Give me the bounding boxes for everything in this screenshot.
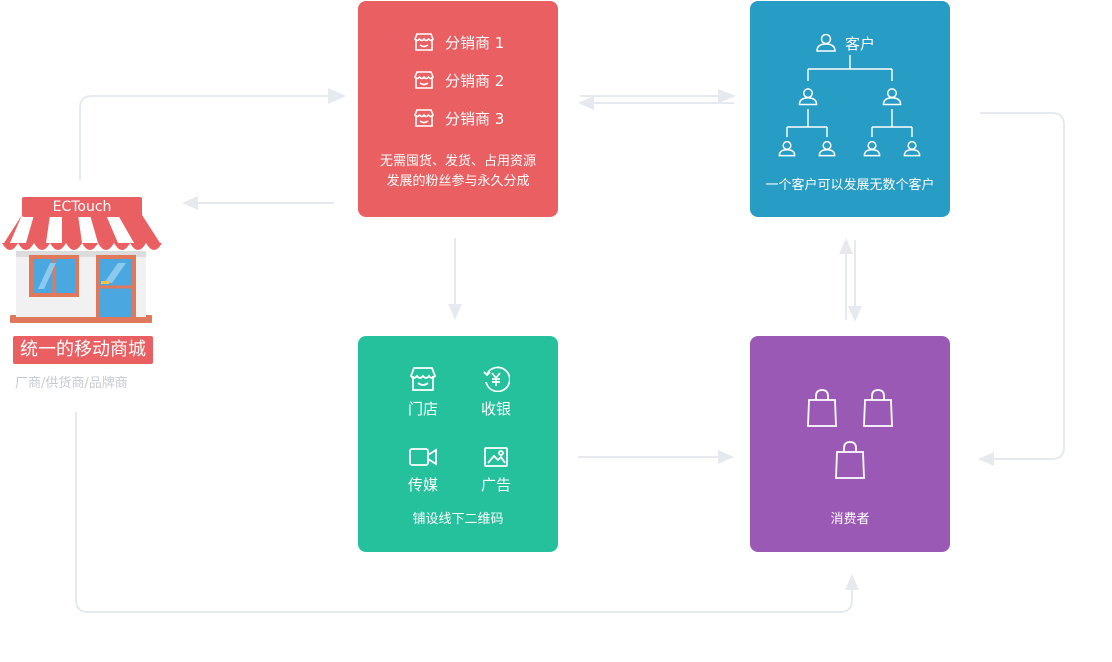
arrowhead (448, 304, 462, 320)
storefront-icon (409, 367, 437, 391)
shop-sign: ECTouch (52, 199, 112, 215)
arrowhead (978, 452, 994, 466)
arrowhead (718, 450, 734, 464)
offline-item-ads: 广告 (466, 446, 526, 495)
customers-caption: 一个客户可以发展无数个客户 (765, 178, 935, 193)
offline-channels-card: 门店 收银 传媒 广告 铺设线下二维码 (358, 336, 558, 552)
distributor-label: 分销商 2 (445, 71, 505, 90)
user-icon (816, 33, 836, 52)
offline-item-media: 传媒 (393, 446, 453, 495)
distributor-item: 分销商 1 (413, 30, 504, 54)
distributor-item: 分销商 3 (413, 106, 504, 130)
user-icon (863, 140, 881, 157)
arrowhead (839, 238, 853, 254)
consumers-caption: 消费者 (830, 512, 870, 527)
distributors-caption-line1: 无需囤货、发货、占用资源 (379, 154, 536, 169)
picture-icon (484, 447, 508, 467)
user-icon (882, 88, 902, 106)
shop-subtitle: 厂商/供货商/品牌商 (15, 376, 128, 391)
offline-item-cashier: 收银 (466, 366, 526, 419)
shop-illustration: ECTouch (0, 195, 164, 327)
storefront-icon (414, 33, 434, 51)
connector-customers-loop-right (980, 112, 1065, 460)
offline-item-label: 收银 (480, 400, 511, 418)
arrowhead (845, 574, 859, 590)
video-camera-icon (409, 448, 437, 466)
distributors-caption-line2: 发展的粉丝参与永久分成 (386, 174, 530, 189)
arrowhead (848, 306, 862, 322)
user-icon (818, 140, 836, 157)
distributor-item: 分销商 2 (413, 68, 504, 92)
offline-item-label: 广告 (480, 476, 511, 494)
distributor-label: 分销商 3 (445, 109, 505, 128)
shopping-bag-icon (807, 389, 837, 427)
distributor-label: 分销商 1 (445, 33, 505, 52)
yen-cashier-icon (483, 366, 511, 393)
offline-item-label: 传媒 (407, 476, 438, 494)
storefront-icon (414, 109, 434, 127)
shop-title: 统一的移动商城 (13, 336, 153, 364)
user-icon (798, 88, 818, 106)
customer-tree (778, 33, 921, 157)
connector-shop-to-distributors (79, 95, 338, 180)
arrowhead (718, 89, 736, 103)
offline-item-store: 门店 (393, 366, 453, 419)
arrowhead (328, 88, 346, 104)
user-icon (778, 140, 796, 157)
customer-root-label: 客户 (845, 35, 876, 53)
customers-card: 客户 一个客户可以发展无数个客户 (750, 1, 950, 217)
arrowhead (182, 196, 198, 210)
connector-shop-to-consumers (75, 412, 853, 613)
offline-caption: 铺设线下二维码 (412, 512, 504, 527)
shopping-bags (807, 389, 893, 479)
storefront-icon (414, 71, 434, 89)
distributors-card: 分销商 1 分销商 2 分销商 3 无需囤货、发货、占用资源 发展的粉丝参与永久… (358, 1, 558, 217)
offline-item-label: 门店 (407, 400, 438, 418)
shopping-bag-icon (835, 441, 865, 479)
user-icon (903, 140, 921, 157)
consumers-card: 消费者 (750, 336, 950, 552)
storefront-icon (2, 197, 162, 323)
arrowhead (578, 96, 594, 110)
distributors-caption: 无需囤货、发货、占用资源 发展的粉丝参与永久分成 (358, 152, 558, 192)
shopping-bag-icon (863, 389, 893, 427)
